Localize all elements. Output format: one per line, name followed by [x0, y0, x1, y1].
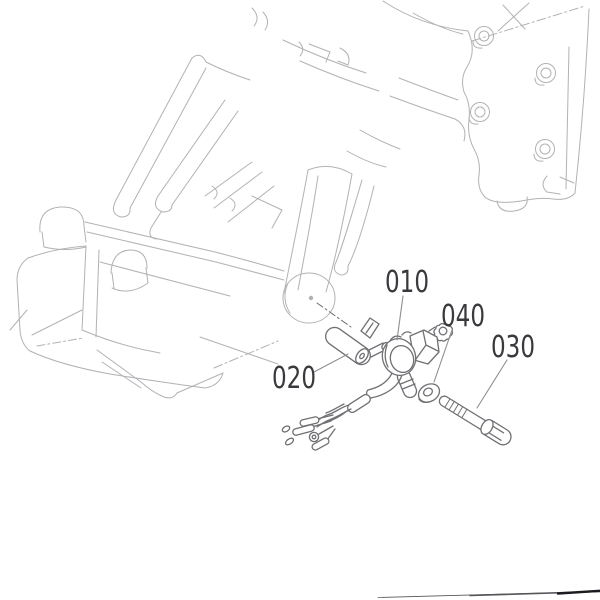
callout-040[interactable]: 040 [441, 299, 485, 334]
exploded-parts-group [281, 302, 512, 451]
part-040-washer[interactable] [415, 380, 442, 405]
leader-010 [396, 295, 404, 341]
callout-leader-lines [313, 295, 508, 409]
centerline-axis [316, 302, 352, 328]
part-020-cylinder-pin[interactable] [325, 317, 390, 366]
callout-labels: 010 020 030 040 [272, 265, 535, 396]
machine-outline-drawing [9, 0, 590, 399]
leader-020 [313, 353, 349, 373]
leader-030 [476, 359, 508, 409]
wire-boot [370, 374, 403, 399]
wire-harness-terminals[interactable] [281, 394, 371, 451]
part-030-hex-bolt[interactable] [438, 395, 512, 446]
leader-040 [433, 329, 453, 383]
page-edge-line [377, 589, 600, 598]
part-010-sensor-assembly[interactable] [365, 322, 454, 399]
callout-030[interactable]: 030 [491, 330, 535, 365]
callout-010[interactable]: 010 [385, 265, 429, 300]
callout-020[interactable]: 020 [272, 361, 316, 396]
